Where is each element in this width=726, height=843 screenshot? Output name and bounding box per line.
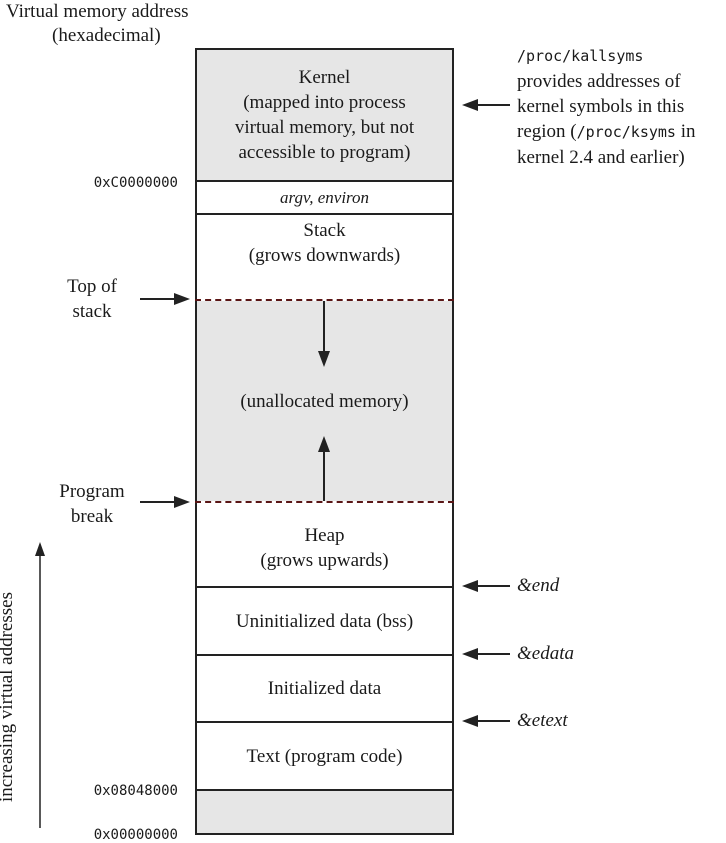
region-initialized-data: Initialized data [195,656,454,721]
program-break-arrow-icon [140,496,190,508]
divider-text [195,789,454,791]
unallocated-label: (unallocated memory) [240,390,409,412]
note-line3: kernel symbols in this [517,96,685,117]
column-bottom-edge [195,833,454,835]
initialized-data-label: Initialized data [267,678,382,699]
etext-arrow-icon [462,715,510,727]
region-bss: Uninitialized data (bss) [195,588,454,654]
region-stack: Stack (grows downwards) [195,215,454,299]
stack-growth-arrow-icon [318,301,330,367]
region-text: Text (program code) [195,723,454,789]
bss-label: Uninitialized data (bss) [235,610,414,632]
note-ksyms-path: /proc/ksyms [576,123,676,141]
end-arrow-icon [462,580,510,592]
divider-bss [195,654,454,656]
top-of-stack-line2: stack [72,301,112,322]
note-line5: kernel 2.4 and earlier) [517,147,685,168]
top-of-stack-line1: Top of [67,276,117,297]
kallsyms-note: /proc/kallsyms provides addresses of ker… [517,44,726,170]
top-of-stack-arrow-icon [140,293,190,305]
divider-data [195,721,454,723]
note-line4-a: region ( [517,121,577,142]
program-break-dashed-line [195,501,454,503]
kernel-title: Kernel [298,67,351,88]
symbol-end: &end [517,575,560,596]
address-kernel-start: 0xC0000000 [93,175,178,191]
stack-title: Stack [303,220,346,241]
region-reserved-bottom [195,791,454,833]
divider-argv [195,213,454,215]
increasing-virtual-addresses-label: increasing virtual addresses [0,592,17,802]
kernel-desc-3: accessible to program) [238,142,411,163]
axis-title-line2: (hexadecimal) [52,25,161,46]
kernel-desc-1: (mapped into process [243,92,406,113]
text-segment-label: Text (program code) [246,745,403,767]
top-of-stack-dashed-line [195,299,454,301]
address-zero: 0x00000000 [93,827,178,843]
kallsyms-arrow-icon [462,99,510,111]
symbol-etext: &etext [517,710,568,731]
heap-title: Heap [304,524,345,546]
argv-environ-label: argv, environ [279,188,370,207]
program-break-label: Program break [32,479,152,529]
axis-title-line1: Virtual memory address [6,1,189,22]
region-argv-environ: argv, environ [195,182,454,213]
kernel-desc-2: virtual memory, but not [234,117,415,138]
axis-title: Virtual memory address (hexadecimal) [6,0,246,48]
note-kallsyms-path: /proc/kallsyms [517,47,644,65]
note-line4: region (/proc/ksyms in [517,119,726,145]
address-text-start: 0x08048000 [93,783,178,799]
region-kernel: Kernel (mapped into process virtual memo… [195,50,454,180]
divider-heap [195,586,454,588]
symbol-edata: &edata [517,643,574,664]
heap-desc: (grows upwards) [260,549,389,571]
increasing-address-arrow-icon [35,542,45,828]
top-of-stack-label: Top of stack [32,274,152,324]
region-heap: Heap (grows upwards) [195,503,454,586]
program-break-line2: break [70,506,114,527]
program-break-line1: Program [59,481,125,502]
edata-arrow-icon [462,648,510,660]
stack-desc: (grows downwards) [248,245,401,266]
note-line4-b: in [675,121,696,142]
divider-kernel [195,180,454,182]
note-line2: provides addresses of [517,71,681,92]
heap-growth-arrow-icon [318,436,330,501]
